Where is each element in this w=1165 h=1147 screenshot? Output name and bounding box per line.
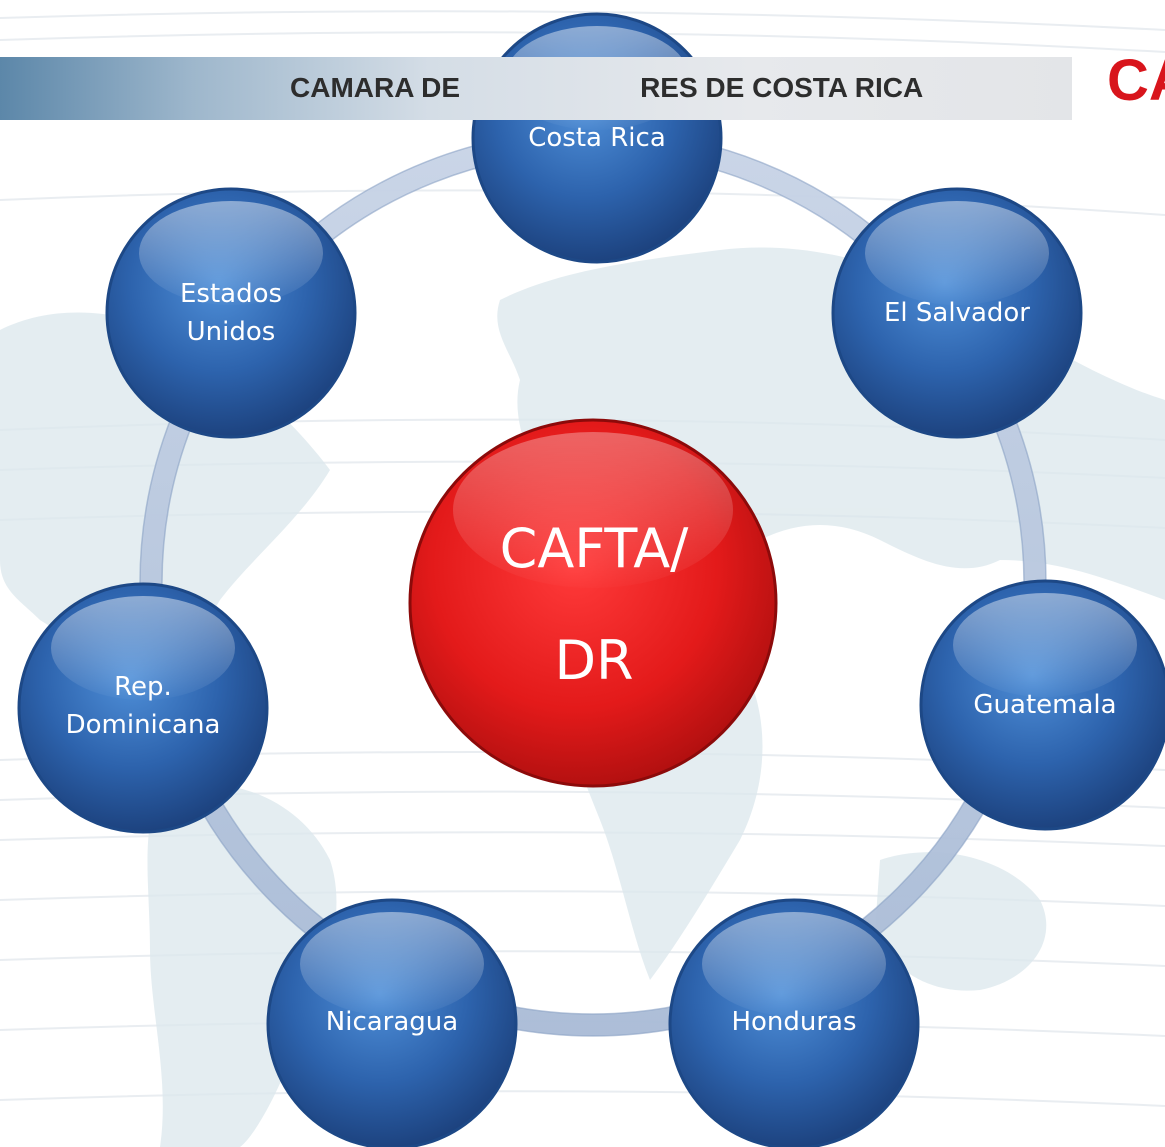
header-title-right: RES DE COSTA RICA [640, 72, 924, 103]
node-label-line: Honduras [731, 1007, 857, 1037]
center-node-cafta-dr [408, 418, 778, 788]
node-label-line: Rep. [114, 672, 172, 702]
node-nicaragua [266, 898, 518, 1147]
node-label-nicaragua: Nicaragua [326, 1003, 458, 1041]
node-label-line: Dominicana [65, 710, 221, 740]
node-label-line: El Salvador [884, 298, 1030, 328]
header-title: CAMARA DE RES DE COSTA RICA [290, 72, 923, 104]
node-label-el-salvador: El Salvador [884, 294, 1030, 332]
node-guatemala [919, 579, 1165, 831]
node-label-honduras: Honduras [731, 1003, 856, 1041]
center-label-line2: DR [554, 629, 634, 692]
node-estados-unidos [105, 187, 357, 439]
node-label-line: Guatemala [973, 690, 1117, 720]
node-label-line: Unidos [186, 317, 276, 347]
node-el-salvador [831, 187, 1083, 439]
center-label-line1: CAFTA/ [499, 517, 689, 580]
header-band [0, 57, 1072, 120]
node-label-line: Estados [179, 279, 283, 309]
node-label-estados-unidos: Estados Unidos [180, 275, 282, 351]
node-label-rep-dominicana: Rep. Dominicana [66, 668, 221, 744]
node-honduras [668, 898, 920, 1147]
node-label-costa-rica: Costa Rica [528, 119, 666, 157]
node-label-guatemala: Guatemala [973, 686, 1116, 724]
logo: CA [1107, 48, 1165, 113]
header-title-left: CAMARA DE [290, 72, 461, 103]
center-label: CAFTA/ DR [500, 493, 689, 717]
node-label-line: Nicaragua [325, 1007, 459, 1037]
node-label-line: Costa Rica [528, 123, 666, 153]
node-rep-dominicana [17, 582, 269, 834]
